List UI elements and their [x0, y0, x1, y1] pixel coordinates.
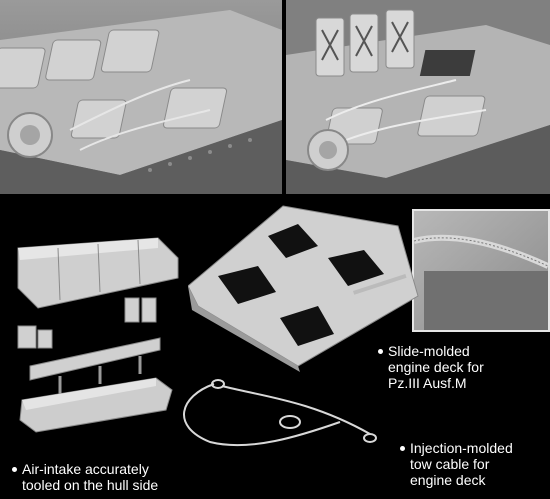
tow-cable-part	[183, 379, 377, 447]
tow-cable-caption: Injection-molded tow cable for engine de…	[400, 440, 513, 488]
engine-deck-caption-line3: Pz.III Ausf.M	[388, 375, 467, 391]
engine-deck-photo-open	[286, 0, 550, 194]
engine-deck-render-open	[286, 0, 550, 194]
air-intake-caption-line2: tooled on the hull side	[22, 477, 159, 493]
engine-deck-caption: Slide-molded engine deck for Pz.III Ausf…	[378, 343, 484, 391]
engine-deck-render-closed	[0, 0, 282, 194]
intake-small-parts	[17, 297, 161, 394]
tow-cable-caption-line3: engine deck	[410, 472, 486, 488]
engine-deck-caption-line1: Slide-molded	[388, 343, 470, 359]
bullet-icon	[12, 467, 17, 472]
intake-cover-part	[19, 377, 173, 433]
cable-closeup-render	[414, 211, 548, 330]
engine-deck-caption-line2: engine deck for	[388, 359, 484, 375]
bullet-icon	[378, 349, 383, 354]
tow-cable-caption-line1: Injection-molded	[410, 440, 513, 456]
engine-deck-part	[188, 205, 419, 372]
air-intake-box-part	[17, 237, 179, 309]
air-intake-caption: Air-intake accurately tooled on the hull…	[12, 461, 159, 493]
cable-detail-closeup	[412, 209, 550, 332]
tow-cable-caption-line2: tow cable for	[410, 456, 490, 472]
bullet-icon	[400, 446, 405, 451]
air-intake-caption-line1: Air-intake accurately	[22, 461, 149, 477]
engine-deck-photo-closed	[0, 0, 282, 194]
